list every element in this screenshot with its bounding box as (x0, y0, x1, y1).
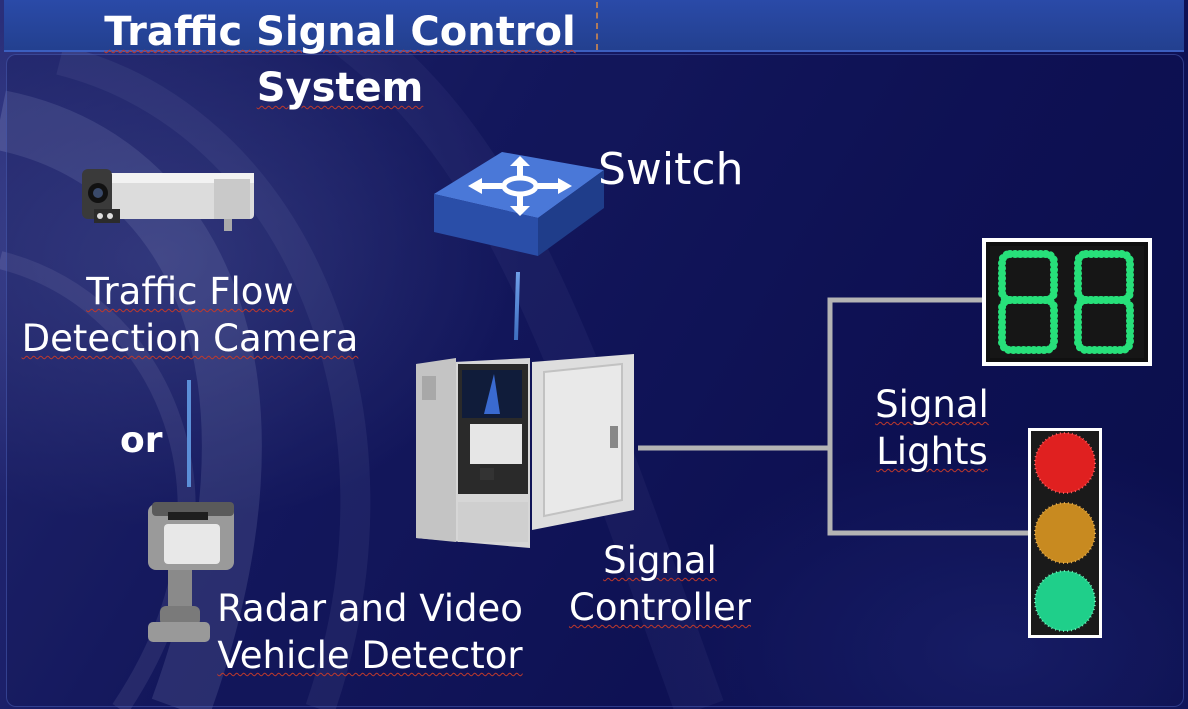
radar-label-line-1: Radar and Video (217, 587, 523, 630)
title-divider (596, 2, 598, 50)
switch-icon (434, 152, 604, 256)
title-line-1: Traffic Signal Control (104, 9, 576, 55)
amber-lamp (1035, 503, 1095, 563)
radar-detector-icon (148, 502, 234, 642)
switch-label: Switch (598, 144, 744, 195)
red-lamp (1035, 433, 1095, 493)
title-bar (4, 0, 1184, 52)
controller-label-line-2: Controller (568, 586, 751, 629)
lights-label-line-1: Signal (875, 383, 989, 426)
radar-label-line-2: Vehicle Detector (217, 634, 523, 677)
bullet-camera-icon (82, 169, 254, 231)
link-switch-controller (514, 271, 520, 341)
controller-label-line-1: Signal (603, 539, 717, 582)
or-label: or (120, 420, 163, 461)
slide-title: Traffic Signal Control System (60, 4, 620, 116)
camera-label-line-1: Traffic Flow (86, 270, 294, 313)
green-lamp (1035, 571, 1095, 631)
countdown-display-icon (982, 238, 1152, 366)
radar-label: Radar and Video Vehicle Detector (200, 585, 540, 679)
controller-label: Signal Controller (560, 537, 760, 631)
link-to-traffic-light (827, 448, 1030, 536)
camera-label: Traffic Flow Detection Camera (20, 268, 360, 362)
title-line-2: System (256, 65, 424, 111)
traffic-light-icon (1028, 428, 1102, 638)
lights-label: Signal Lights (862, 381, 1002, 475)
lights-label-line-2: Lights (876, 430, 988, 473)
cabinet-icon (416, 354, 634, 548)
camera-label-line-2: Detection Camera (21, 317, 359, 360)
link-to-countdown (827, 297, 985, 448)
